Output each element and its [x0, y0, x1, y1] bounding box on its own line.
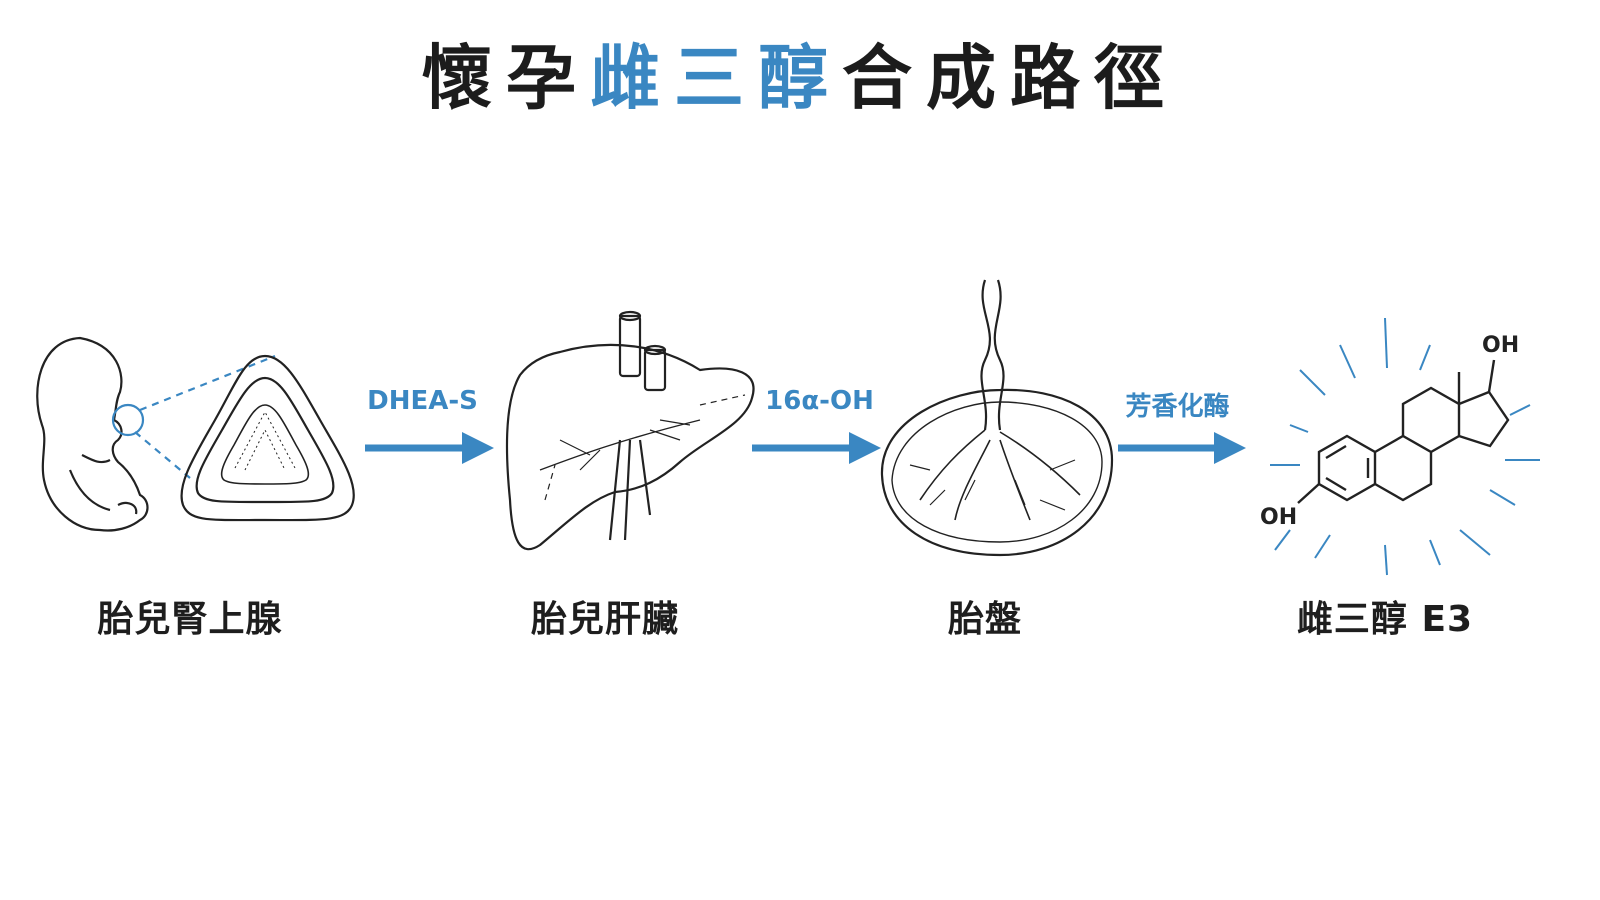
arrow-2: [752, 432, 881, 464]
title-part-1: 懷孕: [422, 37, 590, 119]
ring-bonds: [1297, 359, 1510, 504]
page-title: 懷孕雌三醇合成路徑: [0, 22, 1600, 123]
arrow-label-3: 芳香化酶: [1125, 392, 1230, 422]
arrow-label-2: 16α-OH: [765, 386, 874, 416]
stage-label-estriol: 雌三醇 E3: [1296, 599, 1474, 640]
glow-rays: [1270, 317, 1540, 576]
title-highlight: 雌三醇: [590, 37, 842, 119]
liver-icon: [505, 310, 755, 551]
oh-top-label: OH: [1482, 333, 1519, 358]
arrow-1: [365, 432, 494, 464]
stage-label-liver: 胎兒肝臟: [530, 599, 679, 640]
oh-left-label: OH: [1260, 505, 1297, 530]
arrow-3: [1118, 432, 1246, 464]
estriol-molecule-icon: OH OH: [1260, 317, 1540, 576]
stage-label-adrenal: 胎兒腎上腺: [97, 599, 283, 640]
stage-label-placenta: 胎盤: [947, 599, 1022, 640]
title-part-2: 合成路徑: [842, 37, 1178, 119]
placenta-icon: [880, 279, 1114, 557]
fetus-adrenal-icon: [36, 336, 355, 532]
arrow-label-1: DHEA-S: [367, 386, 478, 416]
